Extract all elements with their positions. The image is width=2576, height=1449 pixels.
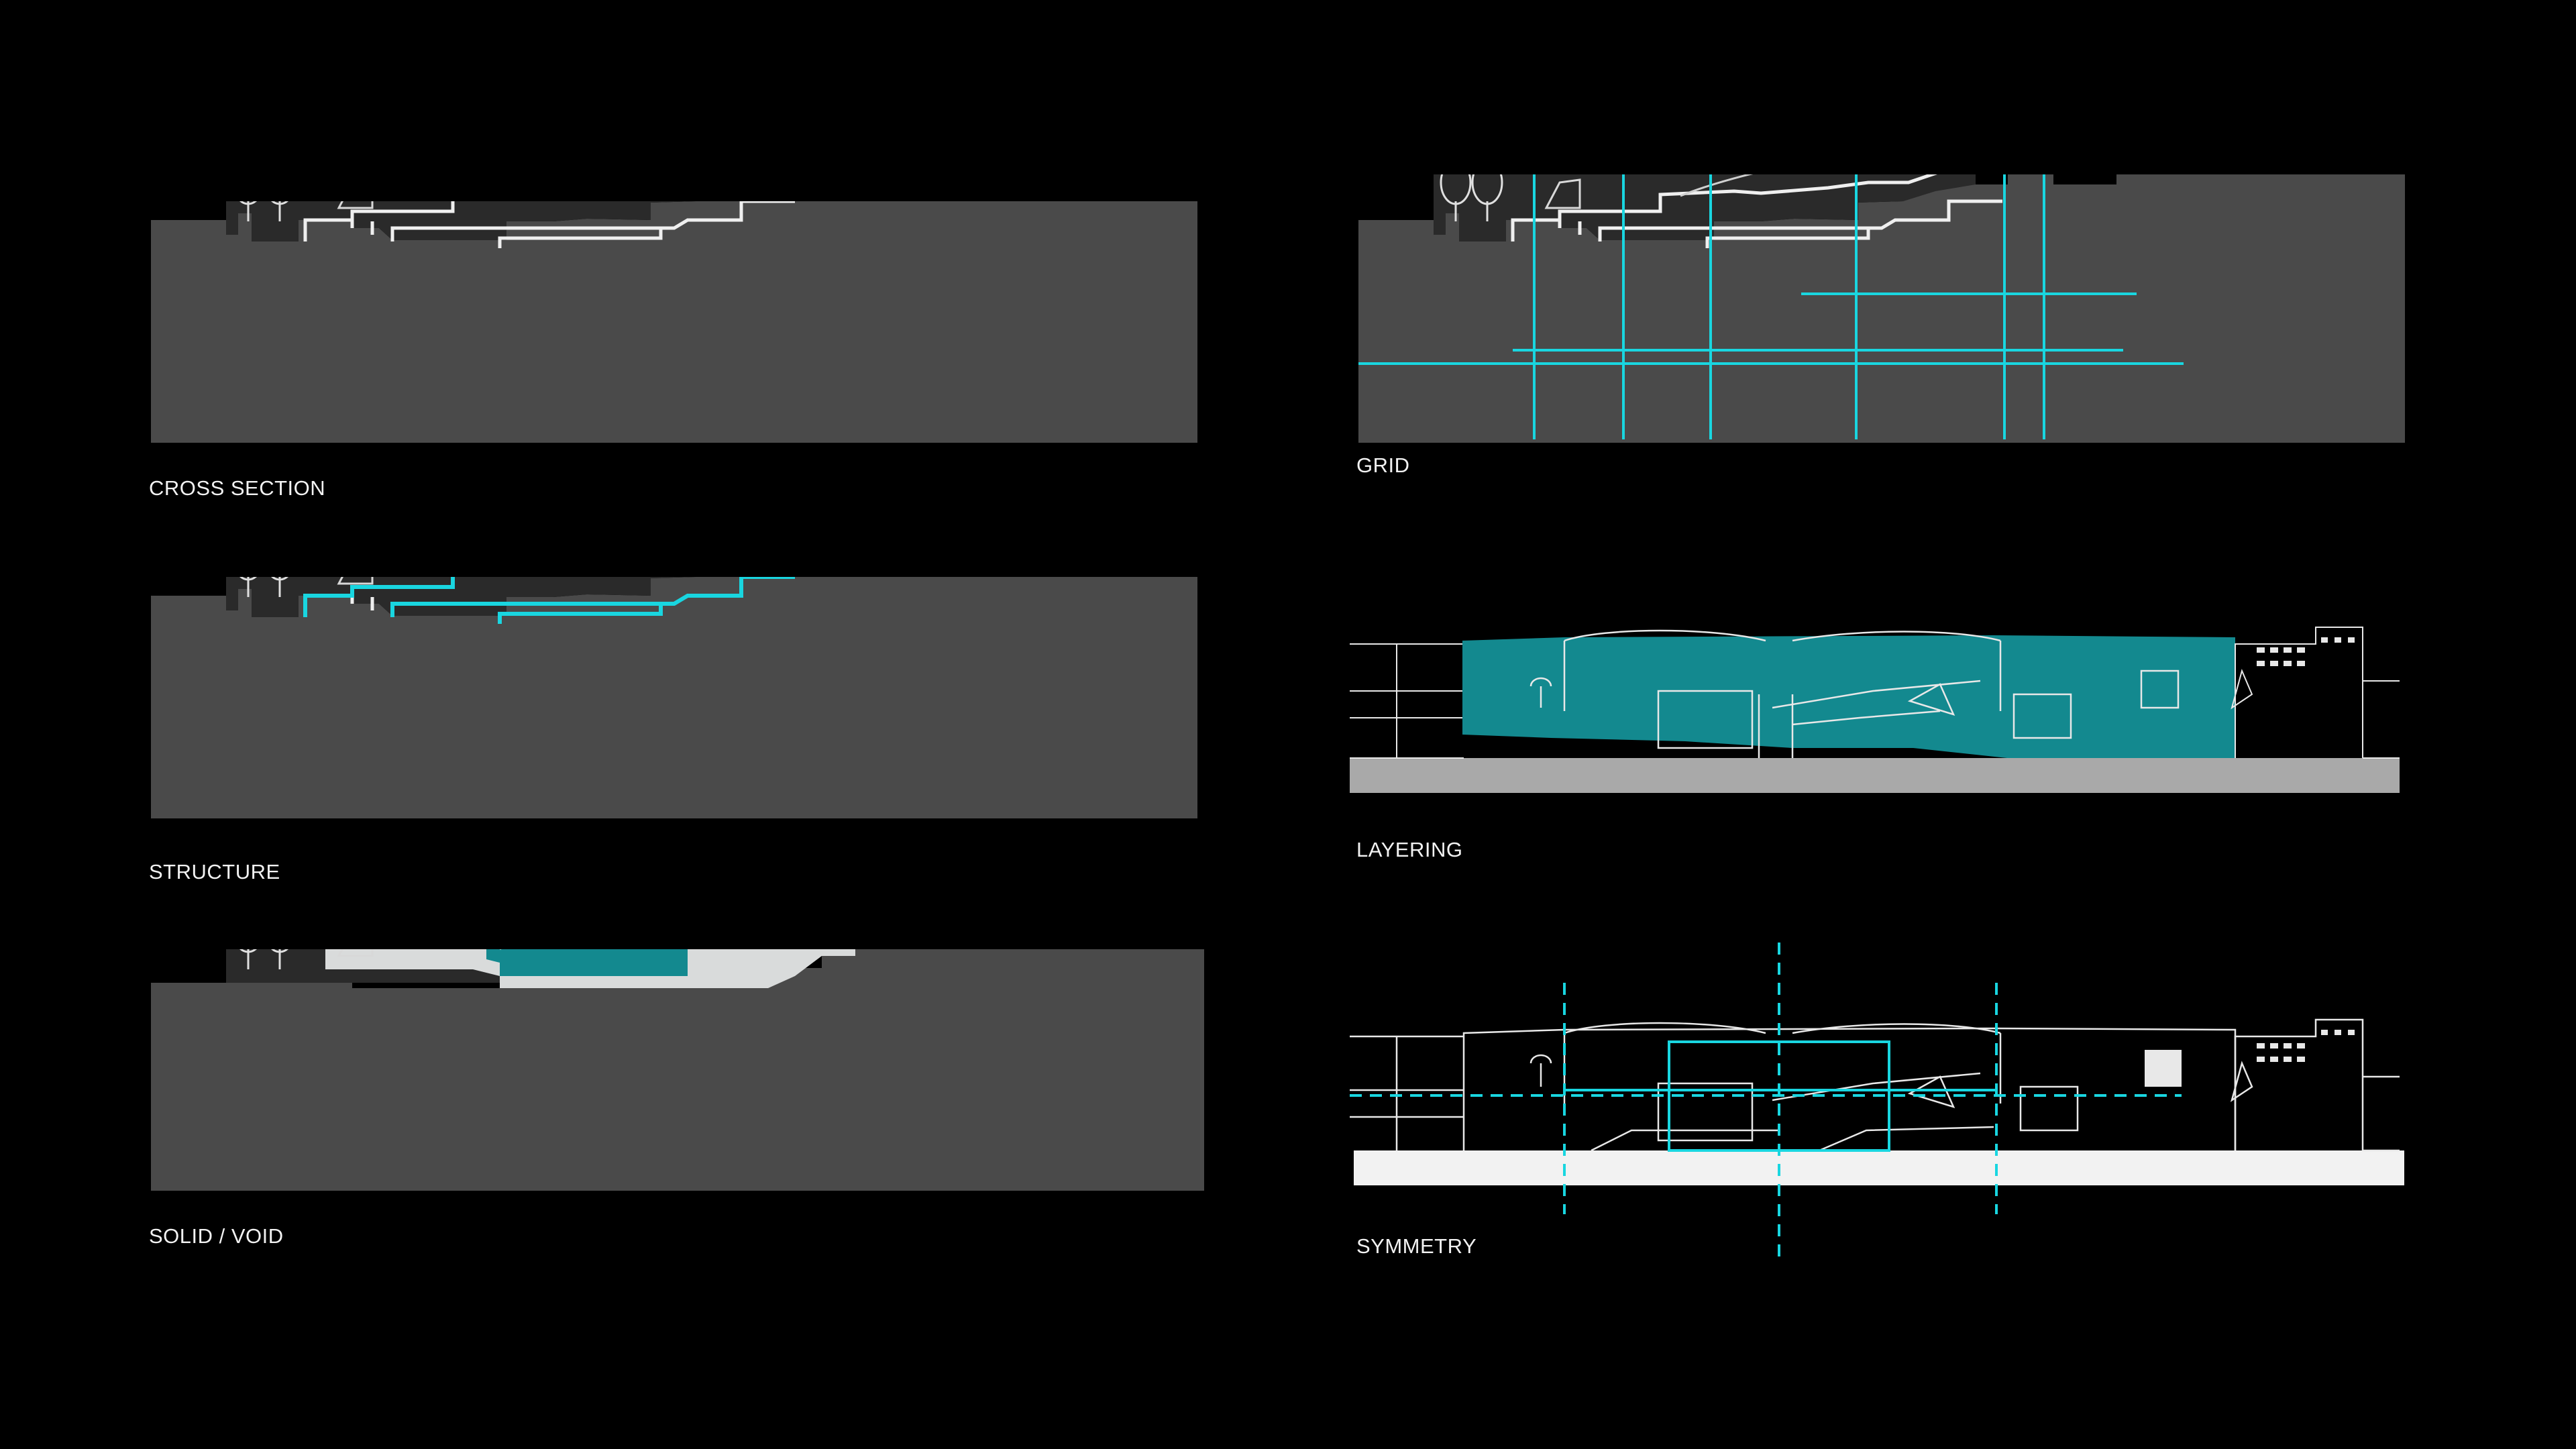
- structure-highlight: [303, 577, 795, 624]
- structure-drawing: [148, 577, 1201, 818]
- solid-void-label: SOLID / VOID: [149, 1224, 284, 1248]
- structure-panel: [148, 577, 1201, 818]
- cross-section-drawing: [148, 201, 1201, 443]
- solid-void-panel: [148, 949, 1208, 1191]
- grid-drawing: [1355, 174, 2408, 443]
- cross-section-label: CROSS SECTION: [149, 476, 326, 500]
- layering-drawing: [1350, 627, 2400, 793]
- symmetry-panel: [1350, 943, 2410, 1265]
- grid-label: GRID: [1356, 453, 1410, 477]
- structure-label: STRUCTURE: [149, 860, 280, 883]
- layering-label: LAYERING: [1356, 838, 1463, 861]
- cross-section-panel: [148, 201, 1201, 443]
- grid-lines: [1358, 174, 2184, 439]
- symmetry-drawing: [1350, 943, 2404, 1265]
- solid-void-drawing: [151, 949, 1204, 1191]
- layering-panel: [1350, 607, 2410, 808]
- symmetry-overlay: [1350, 943, 2182, 1265]
- grid-panel: [1355, 174, 2408, 443]
- symmetry-label: SYMMETRY: [1356, 1234, 1477, 1258]
